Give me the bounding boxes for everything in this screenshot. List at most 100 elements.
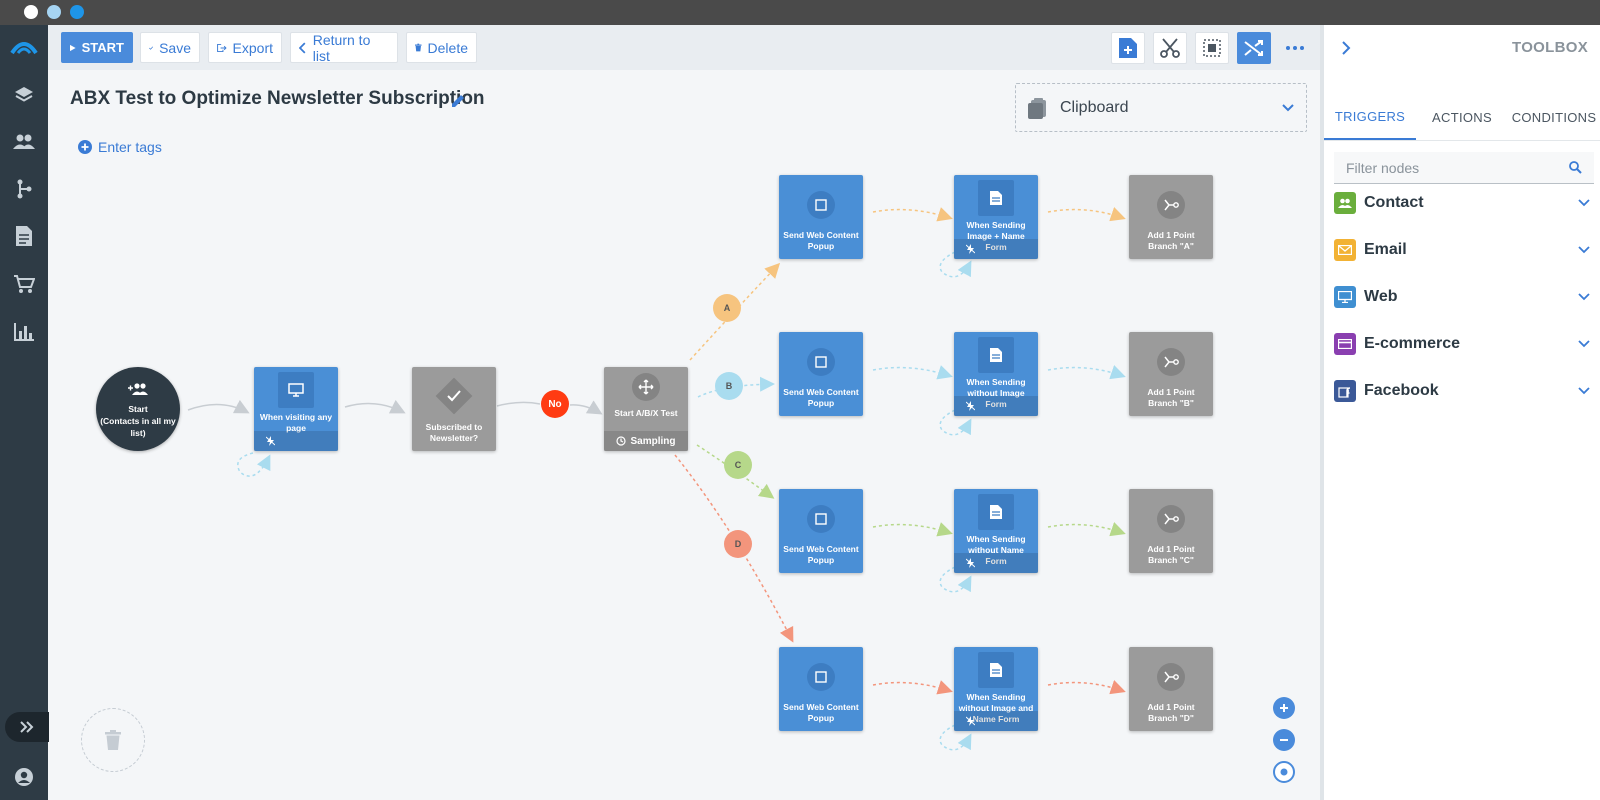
auto-layout-button[interactable] <box>1237 32 1271 64</box>
node-label: Add 1 Point Branch "A" <box>1147 230 1195 251</box>
form-document-icon <box>990 663 1002 677</box>
form-document-icon <box>990 191 1002 205</box>
trash-drop-zone[interactable] <box>81 708 145 772</box>
filter-nodes-input[interactable] <box>1346 159 1546 176</box>
split-arrows-icon <box>638 379 654 395</box>
chevron-right-icon[interactable] <box>1342 40 1351 55</box>
branch-c-badge: C <box>724 451 752 479</box>
nav-workflows[interactable] <box>0 169 48 209</box>
form-trigger-node-d[interactable]: When Sending without Image and Name Form <box>954 647 1038 731</box>
return-to-list-button[interactable]: Return to list <box>290 32 398 64</box>
search-icon[interactable] <box>1569 161 1582 174</box>
branch-points-icon <box>1164 513 1179 525</box>
add-note-button[interactable] <box>1111 32 1145 64</box>
category-facebook[interactable]: Facebook <box>1334 376 1590 406</box>
edit-title-button[interactable] <box>451 94 465 113</box>
email-category-icon <box>1334 239 1356 261</box>
clipboard-label: Clipboard <box>1060 98 1129 116</box>
form-document-icon <box>990 505 1002 519</box>
square-icon <box>815 671 827 683</box>
trigger-visit-page-node[interactable]: When visiting any page <box>254 367 338 451</box>
enter-tags-button[interactable]: Enter tags <box>78 139 162 155</box>
start-node[interactable]: Start (Contacts in all my list) <box>96 367 180 451</box>
tab-triggers[interactable]: TRIGGERS <box>1324 95 1416 140</box>
form-trigger-node-a[interactable]: When Sending Image + Name Form <box>954 175 1038 259</box>
chevron-down-icon <box>1578 246 1590 254</box>
nav-layers[interactable] <box>0 75 48 115</box>
zoom-out-button[interactable] <box>1273 729 1295 751</box>
center-view-button[interactable] <box>1273 761 1295 783</box>
form-trigger-node-b[interactable]: When Sending without Image Form <box>954 332 1038 416</box>
cut-button[interactable] <box>1153 32 1187 64</box>
node-label: When Sending without Image Form <box>966 377 1026 409</box>
popup-node-c[interactable]: Send Web Content Popup <box>779 489 863 573</box>
node-footer <box>954 396 1038 416</box>
node-label: Send Web Content Popup <box>783 544 859 565</box>
points-node-d[interactable]: Add 1 Point Branch "D" <box>1129 647 1213 731</box>
form-trigger-node-c[interactable]: When Sending without Name Form <box>954 489 1038 573</box>
popup-node-a[interactable]: Send Web Content Popup <box>779 175 863 259</box>
window-titlebar <box>0 0 1600 25</box>
save-button[interactable]: Save <box>140 32 200 63</box>
nav-documents[interactable] <box>0 216 48 256</box>
zoom-in-button[interactable] <box>1273 697 1295 719</box>
nav-logo[interactable] <box>0 27 48 67</box>
tab-actions[interactable]: ACTIONS <box>1432 110 1492 125</box>
tab-conditions[interactable]: CONDITIONS <box>1511 110 1597 125</box>
start-button[interactable]: START <box>61 32 133 63</box>
points-node-a[interactable]: Add 1 Point Branch "A" <box>1129 175 1213 259</box>
window-minimize-dot[interactable] <box>47 5 61 19</box>
enter-tags-label: Enter tags <box>98 139 162 155</box>
square-icon <box>815 513 827 525</box>
link-visit-loop <box>237 452 271 477</box>
window-close-dot[interactable] <box>24 5 38 19</box>
add-contacts-icon <box>128 383 148 395</box>
export-button-label: Export <box>232 39 273 56</box>
popup-node-d[interactable]: Send Web Content Popup <box>779 647 863 731</box>
points-node-c[interactable]: Add 1 Point Branch "C" <box>1129 489 1213 573</box>
node-footer <box>954 239 1038 259</box>
trigger-bolt-icon <box>966 244 975 254</box>
delete-button[interactable]: Delete <box>406 32 477 63</box>
node-label: Start A/B/X Test <box>614 408 678 418</box>
ab-test-node[interactable]: Start A/B/X Test Sampling <box>604 367 688 451</box>
chevron-down-icon <box>1578 293 1590 301</box>
export-button[interactable]: Export <box>208 32 282 63</box>
more-horizontal-icon <box>1286 46 1304 50</box>
nav-contacts[interactable] <box>0 122 48 162</box>
clipboard-panel[interactable]: Clipboard <box>1015 83 1307 132</box>
nav-ecommerce[interactable] <box>0 264 48 304</box>
link-start-to-visit <box>187 399 250 414</box>
category-email[interactable]: Email <box>1334 235 1590 265</box>
node-icon-box <box>978 180 1014 216</box>
more-options-button[interactable] <box>1278 32 1312 64</box>
select-area-button[interactable] <box>1195 32 1229 64</box>
node-label: When Sending without Name Form <box>966 534 1026 566</box>
node-icon-circle <box>807 663 835 691</box>
points-node-b[interactable]: Add 1 Point Branch "B" <box>1129 332 1213 416</box>
node-label: Send Web Content Popup <box>783 230 859 251</box>
category-contact[interactable]: Contact <box>1334 188 1590 218</box>
branch-points-icon <box>1164 199 1179 211</box>
category-web[interactable]: Web <box>1334 282 1590 312</box>
category-label: Email <box>1364 241 1407 258</box>
branch-b-badge: B <box>715 372 743 400</box>
window-maximize-dot[interactable] <box>70 5 84 19</box>
editor-toolbar: START Save Export Return to list Delete <box>48 25 1320 70</box>
sampling-label: Sampling <box>630 435 676 447</box>
layers-icon <box>15 87 33 102</box>
workflow-icon <box>17 179 32 199</box>
popup-node-b[interactable]: Send Web Content Popup <box>779 332 863 416</box>
nav-expand-button[interactable] <box>5 712 49 742</box>
filter-nodes-field <box>1334 152 1594 184</box>
category-ecommerce[interactable]: E-commerce <box>1334 329 1590 359</box>
check-icon <box>447 390 461 402</box>
node-icon-circle <box>807 191 835 219</box>
user-avatar-icon <box>15 768 33 786</box>
minus-icon <box>1280 739 1288 741</box>
nav-user-account[interactable] <box>0 757 48 797</box>
node-footer: Sampling <box>604 431 688 451</box>
export-icon <box>217 43 227 52</box>
condition-subscribed-node[interactable]: Subscribed to Newsletter? <box>412 367 496 451</box>
nav-reports[interactable] <box>0 312 48 352</box>
